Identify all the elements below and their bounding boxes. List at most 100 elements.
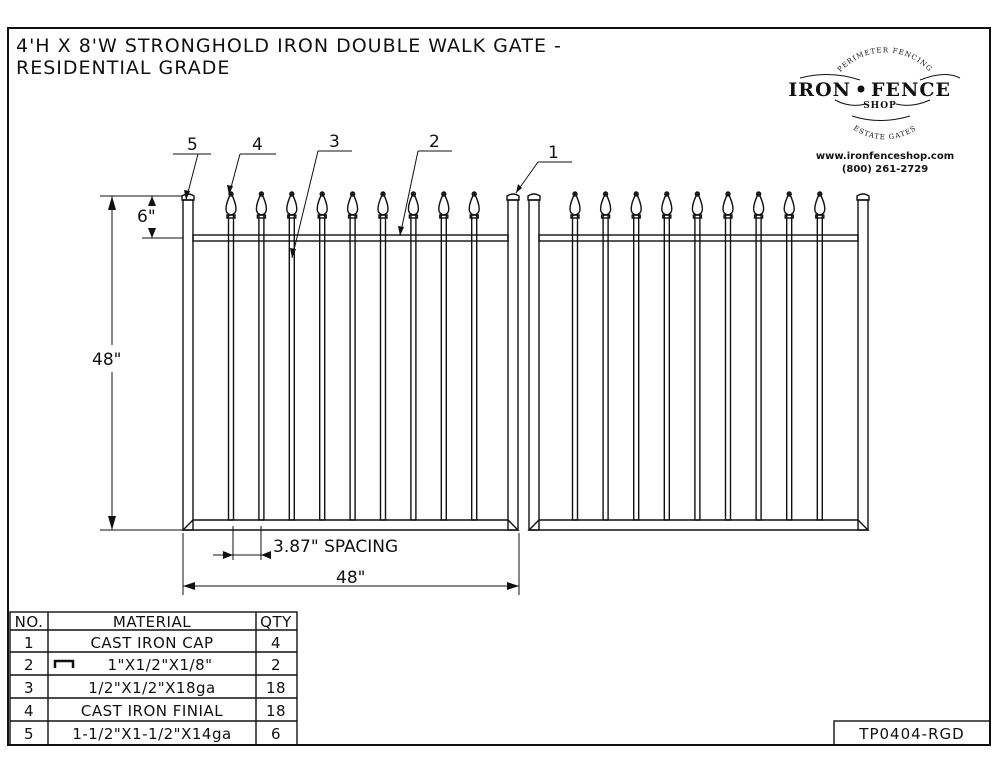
logo-top-arc: PERIMETER FENCING [836, 46, 934, 73]
finial-tip [380, 191, 386, 197]
spacing-dimension: 3.87" SPACING [273, 537, 398, 557]
finial-tip [633, 191, 639, 197]
picket [286, 191, 298, 521]
logo-name-right: FENCE [871, 79, 951, 101]
finial-collar [815, 214, 825, 219]
left-cap-latch [506, 193, 520, 201]
picket [599, 191, 612, 521]
company-logo: PERIMETER FENCING IRON FENCE SHOP ESTATE… [788, 46, 961, 141]
picket [377, 191, 389, 521]
finial-collar [784, 214, 794, 219]
picket [468, 191, 480, 521]
picket [316, 191, 328, 521]
row4-no: 4 [24, 702, 34, 720]
row5-qty: 6 [271, 725, 281, 743]
right-cap-hinge [856, 193, 870, 201]
picket-bar [755, 214, 762, 521]
picket-bar [694, 214, 701, 521]
callout-2: 2 [429, 132, 440, 152]
right-gate-leaf [527, 191, 870, 531]
callout-5: 5 [187, 135, 198, 155]
drawing-code-box [833, 720, 991, 746]
finial-tip [319, 191, 325, 197]
picket-bar [633, 214, 640, 521]
drawing-title-line1: 4'H X 8'W STRONGHOLD IRON DOUBLE WALK GA… [16, 35, 562, 57]
picket-bar [816, 214, 823, 521]
picket [255, 191, 268, 521]
width-dimension: 48" [336, 568, 365, 588]
left-pickets [225, 191, 480, 521]
picket [661, 191, 673, 521]
finial-tip [572, 191, 578, 197]
picket-bar [319, 214, 326, 521]
finial-collar [378, 214, 388, 219]
picket-bar [349, 214, 356, 521]
right-cap-latch [527, 193, 541, 201]
height-dimension: 48" [92, 350, 121, 370]
header-qty: QTY [260, 613, 292, 631]
finial-collar [662, 214, 672, 219]
row3-no: 3 [24, 679, 34, 697]
finial-collar [753, 214, 764, 219]
finial-tip [664, 191, 670, 197]
callout-3: 3 [329, 132, 340, 152]
channel-icon [53, 659, 75, 668]
finial-collar [256, 214, 267, 219]
finial-collar [226, 214, 236, 219]
picket-bar [663, 214, 670, 521]
finial-tip [694, 191, 701, 197]
finial-tip [289, 191, 295, 197]
header-no: NO. [15, 613, 44, 631]
contact-website: www.ironfenceshop.com [816, 151, 954, 162]
gate-elevation [181, 191, 870, 531]
picket [752, 191, 765, 521]
picket-bar [258, 214, 265, 521]
row1-qty: 4 [271, 634, 281, 652]
row1-material: CAST IRON CAP [90, 634, 213, 652]
finial-collar [570, 214, 580, 219]
finial-collar [439, 214, 449, 219]
finial-collar [600, 214, 611, 219]
picket-bar [227, 214, 235, 521]
finial-collar [408, 214, 419, 219]
finial-collar [631, 214, 641, 219]
logo-name-left: IRON [788, 79, 851, 101]
right-latch-post [528, 199, 540, 531]
picket-bar [440, 214, 447, 521]
row5-material: 1-1/2"X1-1/2"X14ga [72, 725, 231, 743]
picket-bar [288, 214, 295, 521]
right-top-rail [538, 234, 859, 242]
row4-qty: 18 [266, 702, 286, 720]
picket-bar [602, 214, 609, 521]
picket [814, 191, 826, 521]
picket-bar [410, 214, 417, 521]
picket-bar [571, 214, 579, 521]
row2-qty: 2 [271, 656, 281, 674]
drawing-title-line2: RESIDENTIAL GRADE [16, 57, 230, 79]
drawing-border [7, 27, 991, 746]
picket [722, 191, 734, 521]
picket-bar [786, 214, 793, 521]
row2-material: 1"X1/2"X1/8" [107, 656, 212, 674]
parts-table: NO. MATERIAL QTY 1 CAST IRON CAP 4 2 1"X… [9, 611, 298, 746]
finial-tip [471, 191, 477, 197]
left-gate-leaf [181, 191, 520, 531]
dimension-lines [100, 150, 572, 595]
right-hinge-post [857, 199, 869, 531]
finial-tip [786, 191, 792, 197]
logo-bullet [857, 85, 865, 93]
top-offset-dimension: 6" [137, 207, 156, 227]
picket [407, 191, 420, 521]
finial-tip [817, 191, 823, 197]
row3-qty: 18 [266, 679, 286, 697]
left-hinge-post [182, 199, 194, 531]
picket [630, 191, 642, 521]
row4-material: CAST IRON FINIAL [81, 702, 223, 720]
finial-collar [317, 214, 327, 219]
callout-4: 4 [252, 135, 263, 155]
finial-collar [287, 214, 297, 219]
picket [783, 191, 795, 521]
left-bottom-rail [181, 519, 520, 531]
contact-phone: (800) 261-2729 [842, 164, 928, 175]
